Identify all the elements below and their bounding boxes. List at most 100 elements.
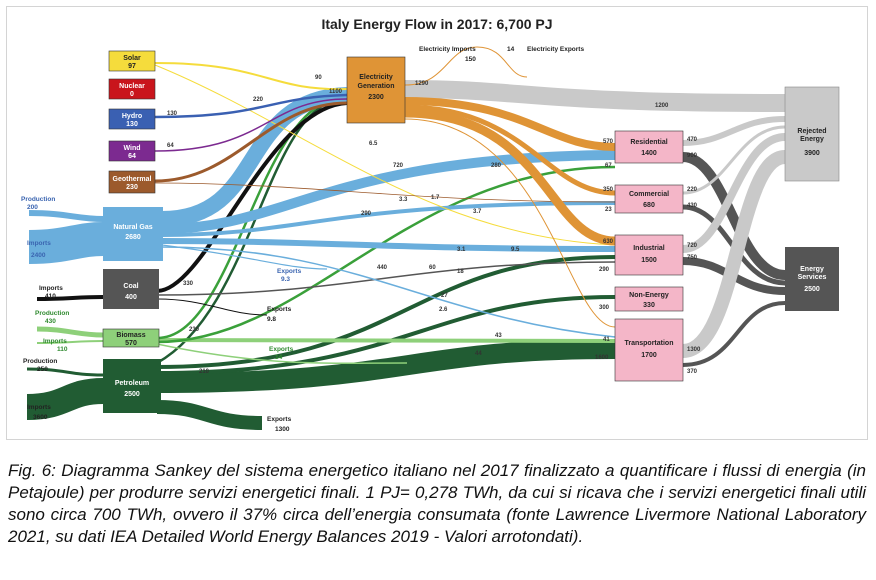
flow-number: 220: [253, 97, 264, 103]
flow-number: 43: [495, 333, 502, 339]
flow-elec-residential: [404, 97, 616, 151]
flow-elec-rejected: [404, 80, 786, 112]
flow-number: 470: [687, 137, 698, 143]
node-natural-gas: [103, 207, 163, 261]
flow-number: 64: [167, 143, 174, 149]
services-label-line1: Energy: [800, 266, 824, 273]
node-value: 1700: [641, 352, 657, 359]
flow-gas-commercial: [161, 201, 616, 237]
label-bio-imports-value: 110: [57, 346, 68, 353]
flow-number: 290: [361, 211, 372, 217]
flow-hydro-electricity: [154, 93, 348, 119]
node-value: 1500: [641, 257, 657, 264]
flow-number: 720: [687, 243, 698, 249]
label-bio-imports: Imports: [43, 338, 67, 345]
flow-geo-electricity: [154, 101, 348, 183]
node-electricity-generation: [346, 56, 406, 124]
flow-number: 1200: [655, 103, 669, 109]
flow-solar-electricity: [154, 62, 348, 91]
label-gas-production: Production: [21, 196, 55, 203]
flow-petroleum-exports: [156, 400, 263, 430]
node-hydro: [108, 108, 156, 130]
label-coal-imports-value: 410: [45, 293, 56, 300]
flow-gas-production: [28, 210, 104, 222]
flow-number: 440: [377, 265, 388, 271]
flow-gas-imports: [28, 222, 104, 264]
node-residential: [614, 130, 684, 164]
node-non-energy: [614, 286, 684, 312]
flow-number: 220: [687, 187, 698, 193]
flow-number: 300: [599, 305, 610, 311]
node-coal: [103, 269, 159, 309]
flow-petroleum-production: [26, 367, 104, 377]
flow-number: 330: [183, 281, 194, 287]
flow-gas-exports: [161, 244, 328, 270]
flow-number: 3.3: [399, 197, 408, 203]
node-label: Coal: [123, 283, 138, 290]
flow-elec-industrial: [404, 108, 616, 246]
flow-petroleum-nonenergy: [156, 295, 616, 375]
flow-gas-transport: [161, 246, 616, 338]
flow-number: 23: [605, 207, 612, 213]
node-label: Electricity: [359, 74, 393, 81]
node-geothermal: [108, 170, 156, 194]
flow-number: 280: [491, 163, 502, 169]
label-pet-exports-value: 1300: [275, 426, 290, 433]
diagram-title: Italy Energy Flow in 2017: 6,700 PJ: [321, 16, 552, 32]
node-commercial: [614, 184, 684, 214]
flow-number: 3.1: [457, 247, 466, 253]
flow-wind-electricity: [154, 98, 348, 152]
flow-number: 720: [393, 163, 404, 169]
figure-caption: Fig. 6: Diagramma Sankey del sistema ene…: [8, 461, 866, 546]
node-label: Geothermal: [113, 176, 152, 183]
flow-gas-electricity: [161, 87, 348, 227]
node-label: Commercial: [629, 191, 669, 198]
node-value: 64: [128, 153, 136, 160]
flow-biomass-transport: [156, 338, 616, 343]
label-coal-imports: Imports: [39, 285, 63, 292]
node-industrial: [614, 234, 684, 276]
flow-petroleum-industrial: [156, 255, 616, 369]
node-value: 3900: [804, 150, 820, 157]
flow-coal-exports: [156, 298, 268, 316]
flows: [26, 46, 787, 430]
node-value: 330: [643, 302, 655, 309]
label-bio-exports-value: 14: [275, 354, 283, 361]
flow-com-rejected: [682, 125, 786, 195]
flow-biomass-imports: [36, 340, 104, 344]
flow-number: 750: [687, 255, 698, 261]
flow-number: 3.7: [473, 209, 482, 215]
node-energy-services: [785, 247, 839, 311]
flow-number: 230: [189, 327, 200, 333]
node-value: 97: [128, 63, 136, 70]
node-value: 130: [126, 121, 138, 128]
node-label: Transportation: [624, 340, 673, 347]
label-pet-imports: Imports: [27, 404, 51, 411]
flow-numbers: 90 130 64 220 1100 1290 1200 720 290 440…: [167, 75, 701, 375]
node-value: 400: [125, 294, 137, 301]
label-bio-production: Production: [35, 310, 69, 317]
flow-petroleum-imports: [26, 378, 104, 420]
flow-number: 900: [687, 153, 698, 159]
flow-biomass-exports: [156, 343, 408, 365]
node-value: 680: [643, 202, 655, 209]
flow-coal-industrial: [156, 261, 616, 296]
sankey-diagram: Italy Energy Flow in 2017: 6,700 PJ: [21, 16, 840, 433]
flow-number: 27: [441, 293, 448, 299]
electricity-label-line: Electricity: [359, 74, 393, 81]
node-label: Nuclear: [119, 83, 145, 90]
electricity-label-line2: Generation: [358, 83, 395, 90]
node-value: 2500: [124, 391, 140, 398]
label-gas-production-value: 200: [27, 204, 38, 211]
node-label: Natural Gas: [113, 224, 152, 231]
label-pet-production-value: 250: [37, 366, 48, 373]
flow-number: 90: [315, 75, 322, 81]
label-coal-exports: Exports: [267, 306, 292, 313]
sankey-figure: Italy Energy Flow in 2017: 6,700 PJ: [6, 6, 868, 440]
node-wind: [108, 140, 156, 162]
label-coal-exports-value: 9.8: [267, 316, 276, 323]
node-label: Wind: [123, 145, 140, 152]
node-petroleum: [103, 359, 161, 413]
node-value: 2300: [368, 94, 384, 101]
flow-number: 1100: [329, 89, 343, 95]
